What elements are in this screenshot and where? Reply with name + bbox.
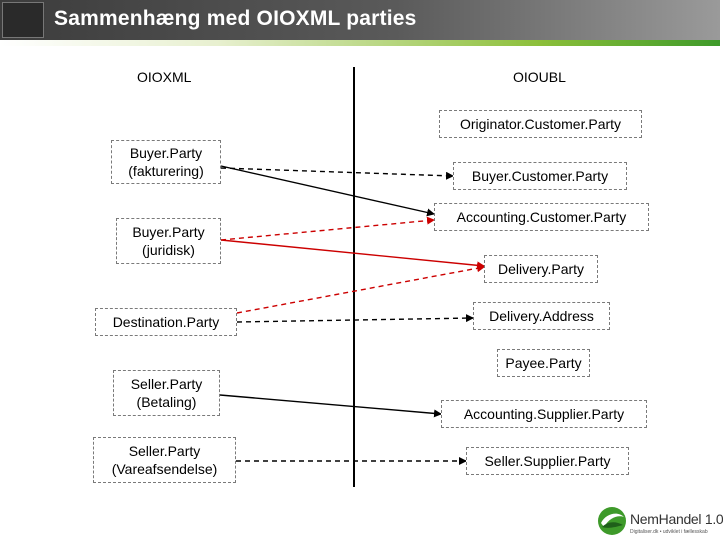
box-payee-party: Payee.Party <box>497 349 590 377</box>
connector-buyer-invoicing-to-accounting-customer <box>220 165 435 217</box>
header-square <box>2 2 44 38</box>
column-title-left: OIOXML <box>137 69 192 85</box>
box-seller-supplier-party: Seller.Supplier.Party <box>466 447 629 475</box>
box-buyer-customer-party: Buyer.Customer.Party <box>453 162 627 190</box>
box-accounting-supplier-party: Accounting.Supplier.Party <box>441 400 647 428</box>
box-seller-party-shipping: Seller.Party (Vareafsendelse) <box>93 437 236 483</box>
box-accounting-customer-party: Accounting.Customer.Party <box>434 203 649 231</box>
connector-buyer-legal-to-delivery-party <box>220 239 485 270</box>
connector-buyer-invoicing-to-buyer-customer <box>220 167 454 180</box>
slide-title: Sammenhæng med OIOXML parties <box>54 7 417 30</box>
logo-version: 1.0 <box>704 511 723 527</box>
connector-destination-to-delivery-party <box>236 264 485 314</box>
column-title-right: OIOUBL <box>513 69 566 85</box>
title-bar: Sammenhæng med OIOXML parties <box>0 0 720 40</box>
connector-seller-payment-to-accounting-supplier <box>219 394 442 418</box>
box-originator-customer-party: Originator.Customer.Party <box>439 110 642 138</box>
box-destination-party: Destination.Party <box>95 308 237 336</box>
box-buyer-party-invoicing: Buyer.Party (fakturering) <box>111 140 221 184</box>
logo-name: NemHandel <box>630 511 702 527</box>
box-seller-party-payment: Seller.Party (Betaling) <box>113 370 220 416</box>
box-delivery-address: Delivery.Address <box>473 302 610 330</box>
connector-buyer-legal-to-accounting-customer <box>220 216 435 241</box>
box-delivery-party: Delivery.Party <box>484 255 598 283</box>
connector-destination-to-delivery-address <box>236 314 474 323</box>
column-divider <box>353 67 355 487</box>
accent-bar <box>0 40 720 46</box>
box-buyer-party-legal: Buyer.Party (juridisk) <box>116 218 221 264</box>
nemhandel-globe-icon <box>598 507 626 535</box>
nemhandel-logo: NemHandel 1.0 Digitaliser.dk • udviklet … <box>596 505 723 537</box>
logo-tagline: Digitaliser.dk • udviklet i fællesskab <box>630 529 708 535</box>
